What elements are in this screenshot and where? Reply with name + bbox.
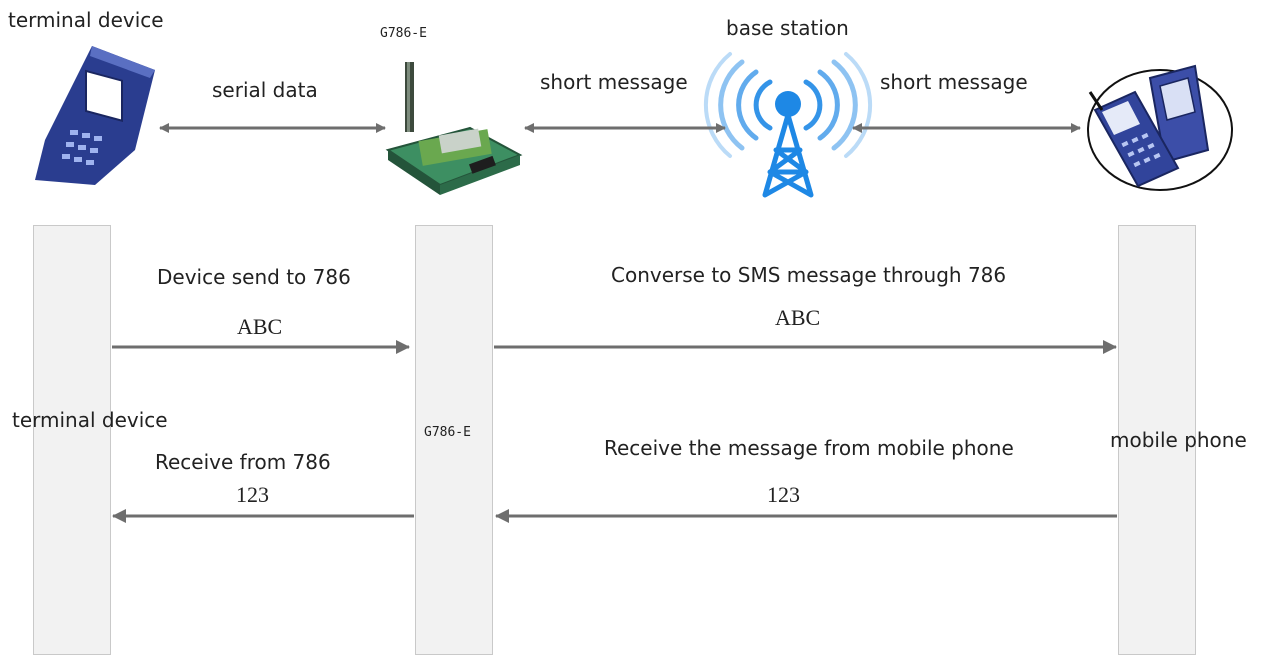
tower-beacon-icon: [775, 91, 801, 117]
device-send-label: Device send to 786: [157, 265, 351, 289]
base-station-title: base station: [726, 16, 849, 40]
converse-label: Converse to SMS message through 786: [611, 263, 1007, 287]
receive-from-label: Receive from 786: [155, 450, 331, 474]
module-lane-label: G786-E: [424, 425, 471, 440]
module-lane: [415, 225, 493, 655]
mobile-phone-lane-label: mobile phone: [1110, 428, 1247, 452]
serial-data-label: serial data: [212, 78, 318, 102]
device-send-payload: ABC: [237, 314, 283, 339]
terminal-device-lane-label: terminal device: [12, 408, 168, 432]
handheld-terminal-icon: [35, 46, 155, 185]
module-title: G786-E: [380, 26, 427, 41]
converse-payload: ABC: [775, 305, 821, 330]
terminal-device-title: terminal device: [8, 8, 164, 32]
mobile-phone-lane: [1118, 225, 1196, 655]
receive-phone-label: Receive the message from mobile phone: [604, 436, 1014, 460]
terminal-device-lane: [33, 225, 111, 655]
gsm-module-icon: [385, 62, 523, 195]
receive-phone-payload: 123: [767, 482, 800, 507]
receive-from-payload: 123: [236, 482, 269, 507]
short-message-right-label: short message: [880, 70, 1028, 94]
signal-tower-icon: [703, 52, 873, 198]
mobile-phone-icon: [1087, 64, 1233, 191]
short-message-left-label: short message: [540, 70, 688, 94]
